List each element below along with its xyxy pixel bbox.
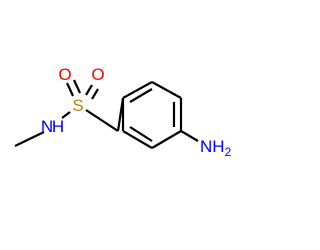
bond-s-o-left-a [66, 82, 74, 97]
bond-n-s [61, 111, 71, 119]
atom-oxygen-left: O [58, 65, 71, 84]
amine-symbol: NH [200, 137, 225, 156]
bond-methyl-n [14, 131, 45, 147]
ring-bond-4 [151, 130, 182, 149]
bond-s-ch2 [85, 109, 119, 132]
bond-s-o-right-a [85, 84, 93, 96]
bond-s-o-left-b [73, 79, 81, 94]
atom-sulfonamide-nitrogen: N [41, 117, 53, 136]
molecule-structure: S O O N H NH2 [14, 65, 232, 159]
amine-subscript: 2 [225, 145, 232, 159]
bond-ring-nh2 [180, 130, 199, 142]
ring-bond-1 [122, 81, 153, 99]
atom-labels: S O O N H NH2 [41, 65, 232, 159]
ring-inner-1 [129, 88, 153, 103]
ring-bond-5 [122, 130, 153, 149]
atom-amine-nitrogen: NH2 [200, 137, 232, 159]
bond-lines [14, 79, 199, 149]
ring-bond-2 [151, 81, 182, 99]
atom-sulfonamide-hydrogen: H [52, 117, 64, 136]
ring-inner-3 [129, 126, 153, 142]
atom-oxygen-right: O [91, 65, 104, 84]
atom-sulfur: S [72, 96, 83, 115]
bond-s-o-right-b [91, 88, 99, 100]
